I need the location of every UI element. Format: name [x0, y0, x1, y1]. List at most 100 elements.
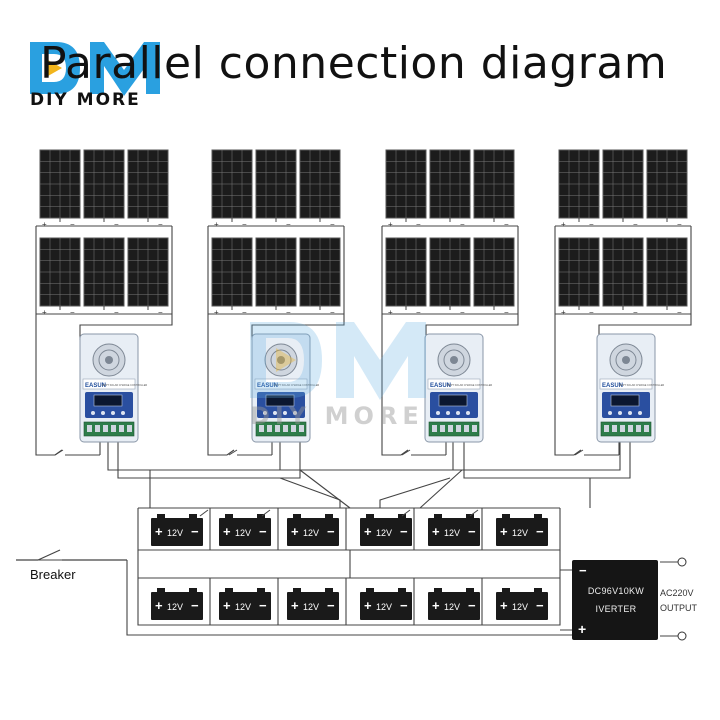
string-switch [54, 449, 64, 456]
battery-minus: − [536, 524, 544, 539]
terminal-screw [275, 425, 280, 432]
battery-case [496, 518, 548, 546]
inverter-model-label: DC96V10KW [587, 586, 645, 596]
controller-button [101, 411, 105, 415]
wire [379, 477, 451, 508]
controller-display [93, 394, 123, 407]
panel-terminal-minus: − [158, 308, 163, 317]
solar-panel [39, 149, 81, 222]
solar-panel [602, 149, 644, 222]
battery-voltage: 12V [167, 602, 183, 612]
battery-terminal [325, 514, 333, 519]
battery-terminal [366, 514, 374, 519]
watermark-logo [250, 322, 426, 400]
terminal-screw [119, 425, 124, 432]
battery-voltage: 12V [512, 602, 528, 612]
panel-terminal-plus: + [42, 308, 47, 317]
battery-case [151, 592, 203, 620]
battery-2: +12V− [219, 514, 271, 546]
wire [79, 226, 173, 340]
battery-voltage: 12V [303, 528, 319, 538]
controller-brand: EASUN [602, 383, 623, 389]
battery-voltage: 12V [512, 528, 528, 538]
battery-case [219, 592, 271, 620]
battery-5: +12V− [428, 514, 480, 546]
battery-minus: − [259, 524, 267, 539]
battery-case [151, 518, 203, 546]
panel-terminal-minus: − [633, 308, 638, 317]
panel-terminal-minus: − [114, 308, 119, 317]
solar-panel [299, 237, 341, 310]
panel-terminal-minus: − [114, 220, 119, 229]
controller-button [608, 411, 612, 415]
panel-terminal-minus: − [286, 308, 291, 317]
panel-terminal-minus: − [504, 220, 509, 229]
terminal-screw [432, 425, 437, 432]
panel-terminal-minus: − [70, 308, 75, 317]
controller-button [618, 411, 622, 415]
panel-array-3: +−−−+−−− [385, 149, 515, 317]
battery-minus: − [400, 598, 408, 613]
battery-terminal [398, 514, 406, 519]
controller-button [466, 411, 470, 415]
terminal-screw [604, 425, 609, 432]
battery-plus: + [155, 598, 163, 613]
solar-panel [646, 237, 688, 310]
battery-voltage: 12V [303, 602, 319, 612]
battery-terminal [157, 588, 165, 593]
terminal-screw [636, 425, 641, 432]
battery-bank: +12V−+12V−+12V−+12V−+12V−+12V−+12V−+12V−… [151, 514, 548, 620]
terminal-screw [628, 425, 633, 432]
solar-panel [473, 237, 515, 310]
panel-terminal-minus: − [242, 308, 247, 317]
controller-label: MPPT SOLAR CHARGE CONTROLLER [619, 384, 664, 387]
battery-terminal [189, 588, 197, 593]
solar-panel [429, 237, 471, 310]
terminal-screw [620, 425, 625, 432]
terminal-screw [127, 425, 132, 432]
battery-terminal [325, 588, 333, 593]
page-title: Parallel connection diagram [40, 38, 668, 89]
battery-plus: + [155, 524, 163, 539]
fan-ring [270, 349, 292, 371]
panel-terminal-plus: + [214, 220, 219, 229]
battery-case [360, 518, 412, 546]
battery-switch [199, 509, 209, 517]
watermark-m [336, 322, 426, 400]
panel-array-4: +−−−+−−− [558, 149, 688, 317]
panel-terminal-minus: − [416, 308, 421, 317]
controller-display [265, 394, 295, 407]
output-terminal [677, 557, 687, 567]
panel-terminal-plus: + [388, 220, 393, 229]
controller-button [91, 411, 95, 415]
string-switch [574, 449, 584, 456]
controller-brand: EASUN [85, 383, 106, 389]
wire [137, 508, 561, 551]
controller-button [628, 411, 632, 415]
battery-voltage: 12V [376, 602, 392, 612]
battery-minus: − [259, 598, 267, 613]
panel-terminal-minus: − [460, 308, 465, 317]
battery-case [287, 592, 339, 620]
solar-panel [558, 149, 600, 222]
battery-case [496, 592, 548, 620]
battery-6: +12V− [496, 514, 548, 546]
panel-terminal-plus: + [561, 308, 566, 317]
controller-button [446, 411, 450, 415]
terminal-screw [87, 425, 92, 432]
fan-hub [450, 356, 458, 364]
panel-terminal-minus: − [286, 220, 291, 229]
panel-terminal-minus: − [416, 220, 421, 229]
terminal-screw [267, 425, 272, 432]
battery-10: +12V− [360, 588, 412, 620]
wire [554, 226, 574, 456]
battery-terminal [257, 588, 265, 593]
battery-plus: + [223, 524, 231, 539]
solar-panel [211, 149, 253, 222]
battery-plus: + [291, 598, 299, 613]
battery-8: +12V− [219, 588, 271, 620]
inverter-body [572, 560, 658, 640]
battery-switch [401, 509, 411, 517]
